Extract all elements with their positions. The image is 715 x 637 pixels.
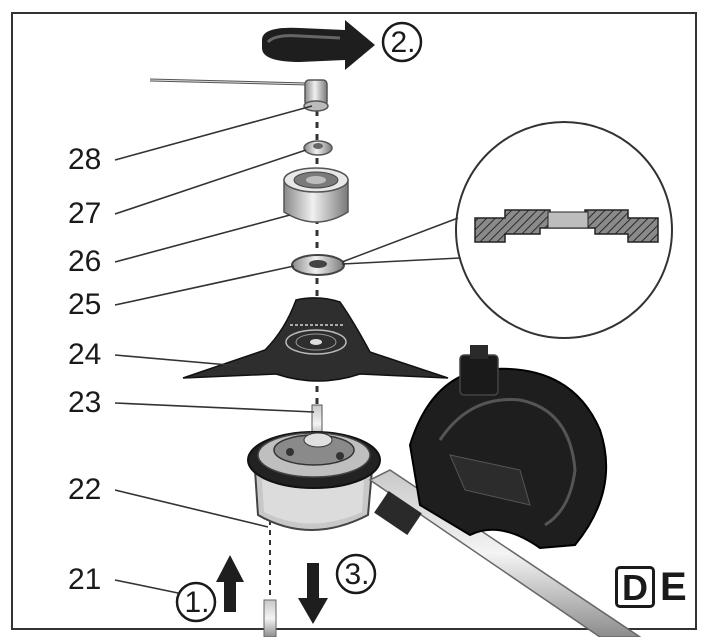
part-label-27: 27 xyxy=(68,197,102,230)
washer-detail-callout xyxy=(341,121,673,339)
rotate-arrow xyxy=(262,20,375,70)
part-27-small-washer xyxy=(303,140,333,156)
leader-lines xyxy=(114,105,315,594)
diagram-border xyxy=(11,12,697,630)
part-label-26: 26 xyxy=(68,245,102,278)
part-label-23: 23 xyxy=(68,386,102,419)
part-28-nut xyxy=(303,79,329,112)
blade-guard xyxy=(408,345,608,550)
language-badge-boxed-letter: D xyxy=(615,566,655,608)
up-arrow xyxy=(216,555,244,612)
step-3-label: 3. xyxy=(344,558,370,591)
part-26-cap xyxy=(283,167,349,223)
part-25-washer xyxy=(291,254,345,276)
step-1-label: 1. xyxy=(184,586,210,619)
part-label-24: 24 xyxy=(68,338,102,371)
down-arrow xyxy=(298,563,328,624)
part-24-blade xyxy=(182,297,449,382)
part-21-shaft-stub xyxy=(263,599,277,637)
step-1-circle xyxy=(175,581,217,623)
part-label-28: 28 xyxy=(68,143,102,176)
part-label-25: 25 xyxy=(68,288,102,321)
part-label-22: 22 xyxy=(68,473,102,506)
step-2-circle xyxy=(381,21,423,63)
part-label-21: 21 xyxy=(68,563,102,596)
step-3-circle xyxy=(335,553,377,595)
step-2-label: 2. xyxy=(390,26,416,59)
part-22-gear-head xyxy=(247,431,381,531)
locking-pin xyxy=(149,78,309,86)
language-badge-rest: E xyxy=(660,565,687,609)
